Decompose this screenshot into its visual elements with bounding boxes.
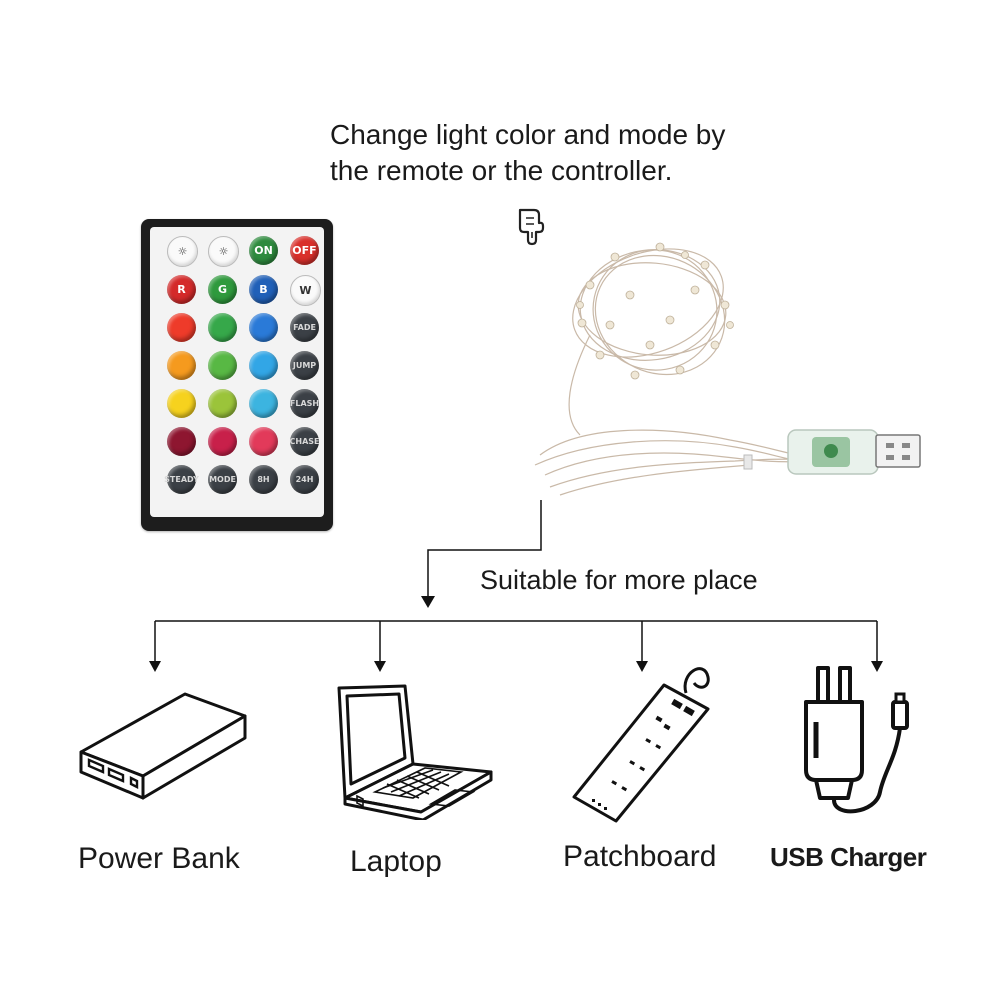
power-bank-icon bbox=[79, 692, 247, 800]
usb-charger-icon bbox=[804, 666, 909, 814]
remote-button-chase: CHASE bbox=[290, 427, 320, 456]
caption: Change light color and mode by the remot… bbox=[330, 117, 800, 189]
laptop-icon bbox=[337, 684, 493, 820]
remote-button-brightness: ☼ bbox=[167, 236, 198, 267]
patchboard-icon bbox=[572, 667, 710, 823]
remote-button-color-22 bbox=[249, 427, 278, 456]
remote-button-mode: MODE bbox=[208, 465, 237, 494]
remote-button-color-9 bbox=[208, 313, 237, 342]
caption-line-1: Change light color and mode by bbox=[330, 119, 726, 150]
remote-button-b: B bbox=[249, 275, 278, 304]
remote-button-color-16 bbox=[167, 389, 196, 418]
remote-button-color-13 bbox=[208, 351, 237, 380]
subtitle: Suitable for more place bbox=[480, 565, 758, 595]
remote-button-color-8 bbox=[167, 313, 196, 342]
remote-button-color-14 bbox=[249, 351, 278, 380]
remote-button-off: OFF bbox=[290, 236, 319, 265]
caption-line-2: the remote or the controller. bbox=[330, 155, 673, 186]
remote-button-8h: 8H bbox=[249, 465, 278, 494]
remote-button-on: ON bbox=[249, 236, 278, 265]
remote-button-steady: STEADY bbox=[164, 465, 199, 494]
remote-button-flash: FLASH bbox=[290, 389, 319, 418]
remote-button-color-18 bbox=[249, 389, 278, 418]
remote-button-brightness: ☼ bbox=[208, 236, 239, 267]
remote-button-color-10 bbox=[249, 313, 278, 342]
device-label-patchboard: Patchboard bbox=[563, 840, 717, 873]
remote-button-w: W bbox=[290, 275, 321, 306]
remote-button-color-12 bbox=[167, 351, 196, 380]
pointing-hand-icon bbox=[518, 208, 545, 246]
remote-button-color-17 bbox=[208, 389, 237, 418]
remote-button-jump: JUMP bbox=[290, 351, 319, 380]
remote-button-fade: FADE bbox=[290, 313, 319, 342]
device-label-power-bank: Power Bank bbox=[78, 842, 240, 875]
device-label-usb-charger: USB Charger bbox=[770, 842, 927, 872]
device-label-laptop: Laptop bbox=[350, 845, 442, 878]
remote-button-color-20 bbox=[167, 427, 196, 456]
remote-button-color-21 bbox=[208, 427, 237, 456]
remote-button-g: G bbox=[208, 275, 237, 304]
remote-button-24h: 24H bbox=[290, 465, 319, 494]
string-light-image bbox=[534, 242, 921, 496]
remote-button-r: R bbox=[167, 275, 196, 304]
